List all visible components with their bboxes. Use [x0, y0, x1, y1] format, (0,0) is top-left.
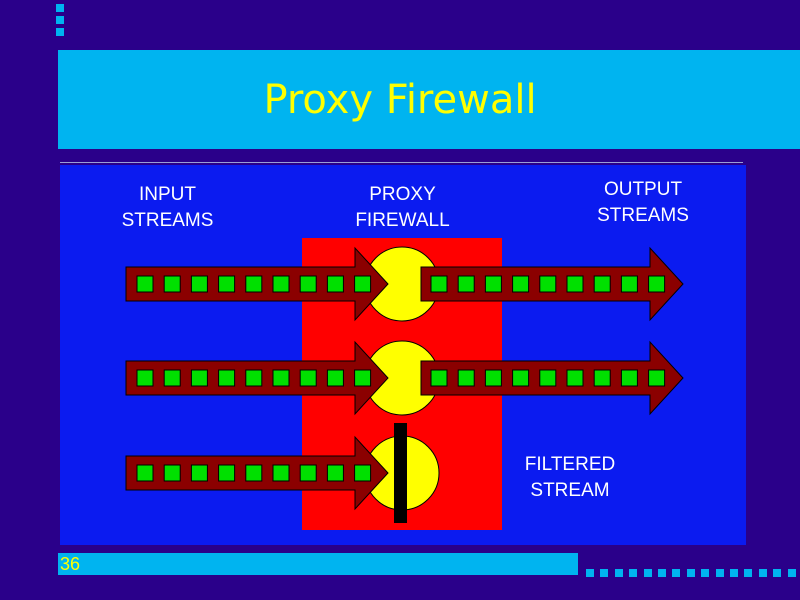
- output-packet: [593, 275, 611, 293]
- input-packet: [136, 369, 154, 387]
- title-divider: [60, 162, 743, 163]
- input-packet: [326, 464, 344, 482]
- input-packet: [163, 464, 181, 482]
- proxy-firewall-label: PROXY FIREWALL: [355, 184, 450, 231]
- output-packet: [484, 369, 502, 387]
- input-packet: [245, 369, 263, 387]
- footer-bar: 36: [58, 553, 578, 575]
- output-packet: [457, 275, 475, 293]
- input-packet: [245, 275, 263, 293]
- output-packet: [539, 275, 557, 293]
- input-packet: [354, 275, 372, 293]
- input-packet: [299, 464, 317, 482]
- input-packet: [136, 464, 154, 482]
- filter-barrier: [394, 423, 407, 523]
- input-packet: [354, 369, 372, 387]
- output-packet: [430, 275, 448, 293]
- input-packet: [218, 464, 236, 482]
- output-packet: [648, 369, 666, 387]
- title-band: Proxy Firewall: [58, 50, 800, 149]
- output-streams-label: OUTPUT STREAMS: [597, 179, 689, 226]
- input-streams-label: INPUT STREAMS: [121, 184, 214, 231]
- output-packet: [620, 275, 638, 293]
- corner-decoration: [56, 4, 66, 40]
- input-packet: [299, 275, 317, 293]
- input-packet: [272, 369, 290, 387]
- input-packet: [190, 464, 208, 482]
- input-packet: [190, 369, 208, 387]
- input-packet: [272, 464, 290, 482]
- input-packet: [326, 275, 344, 293]
- output-packet: [566, 275, 584, 293]
- output-packet: [620, 369, 638, 387]
- slide-title: Proxy Firewall: [263, 76, 537, 123]
- output-packet: [648, 275, 666, 293]
- input-packet: [190, 275, 208, 293]
- input-packet: [299, 369, 317, 387]
- input-packet: [218, 275, 236, 293]
- output-packet: [430, 369, 448, 387]
- input-packet: [163, 369, 181, 387]
- output-packet: [566, 369, 584, 387]
- output-packet: [539, 369, 557, 387]
- input-packet: [218, 369, 236, 387]
- output-packet: [593, 369, 611, 387]
- output-packet: [512, 369, 530, 387]
- proxy-firewall-diagram: [125, 238, 684, 530]
- input-packet: [272, 275, 290, 293]
- slide-number: 36: [60, 554, 81, 574]
- filtered-stream-label: FILTERED STREAM: [524, 454, 616, 501]
- input-packet: [326, 369, 344, 387]
- output-packet: [457, 369, 475, 387]
- input-packet: [136, 275, 154, 293]
- input-packet: [354, 464, 372, 482]
- input-packet: [245, 464, 263, 482]
- output-packet: [484, 275, 502, 293]
- diagram-panel: INPUT STREAMS PROXY FIREWALL OUTPUT STRE…: [60, 165, 746, 545]
- footer-decoration: [586, 569, 800, 577]
- input-packet: [163, 275, 181, 293]
- output-packet: [512, 275, 530, 293]
